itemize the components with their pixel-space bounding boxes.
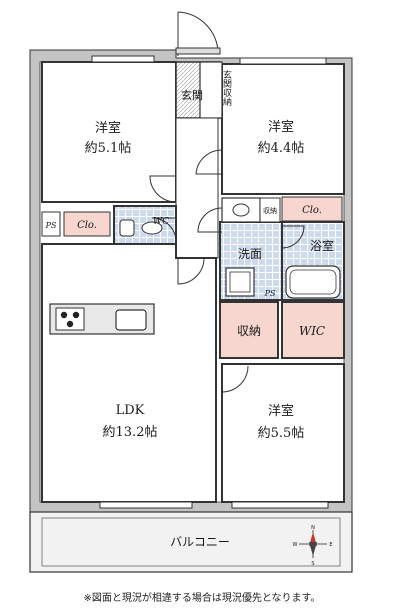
label-entrance: 玄関 (181, 88, 203, 102)
washing-machine-inner (229, 271, 251, 293)
label-entrance-storage: 玄関収納 (221, 69, 232, 107)
kitchen-sink-icon (115, 309, 147, 331)
door-toilet (151, 217, 177, 243)
label-balcony: バルコニー (170, 535, 230, 549)
compass-icon (299, 530, 327, 558)
bathtub-inner (289, 269, 337, 295)
door-ne (195, 149, 223, 175)
room-size-western-ne: 約4.4帖 (258, 141, 305, 156)
storage-room (219, 301, 279, 359)
label-washroom: 洗面 (238, 247, 262, 261)
compass-w: W (293, 542, 298, 548)
room-label-ldk: LDK (116, 403, 145, 418)
compass-e: E (329, 542, 332, 548)
door-nw (149, 175, 177, 203)
room-western-se (221, 363, 345, 503)
door-washroom (197, 207, 223, 233)
closet-west (63, 211, 111, 237)
label-storage: 収納 (237, 324, 261, 338)
label-bathroom: 浴室 (310, 238, 334, 253)
label-closet-east: Clo. (302, 205, 322, 216)
ps-west-box (41, 211, 61, 237)
room-label-western-se: 洋室 (268, 403, 294, 419)
room-ldk (41, 243, 217, 503)
toilet-bowl (119, 219, 135, 237)
sink-bowl (232, 203, 250, 217)
disclaimer-note: ※図面と現況が相違する場合は現況優先となります。 (83, 593, 321, 604)
room-size-ldk: 約13.2帖 (103, 425, 158, 440)
entrance-door-jamb (175, 47, 221, 55)
label-ps-west: PS (45, 221, 57, 230)
washing-machine (225, 267, 255, 297)
compass-n: N (311, 525, 315, 531)
corridor (175, 117, 219, 259)
label-closet-west: Clo. (77, 220, 97, 231)
door-bath (281, 225, 305, 249)
balcony-inner (41, 517, 341, 567)
label-toilet: WC (153, 217, 169, 227)
room-label-western-nw: 洋室 (95, 120, 121, 136)
bathtub (285, 265, 341, 299)
door-se (221, 365, 249, 393)
room-western-nw (41, 61, 177, 203)
wic-room (281, 301, 345, 359)
toilet-seat (141, 221, 163, 235)
label-storage-small: 収納 (263, 206, 277, 215)
door-ldk (177, 257, 205, 285)
room-size-western-nw: 約5.1帖 (85, 141, 132, 156)
room-size-western-se: 約5.5帖 (258, 426, 305, 441)
entrance-storage-box (199, 61, 223, 119)
windows (91, 55, 329, 509)
storage-small-box (259, 197, 281, 223)
label-wic: WIC (299, 324, 325, 338)
label-ps-center: PS (264, 289, 276, 298)
room-label-western-ne: 洋室 (268, 119, 294, 135)
stove-icon (55, 307, 85, 331)
compass-s: S (311, 561, 314, 567)
